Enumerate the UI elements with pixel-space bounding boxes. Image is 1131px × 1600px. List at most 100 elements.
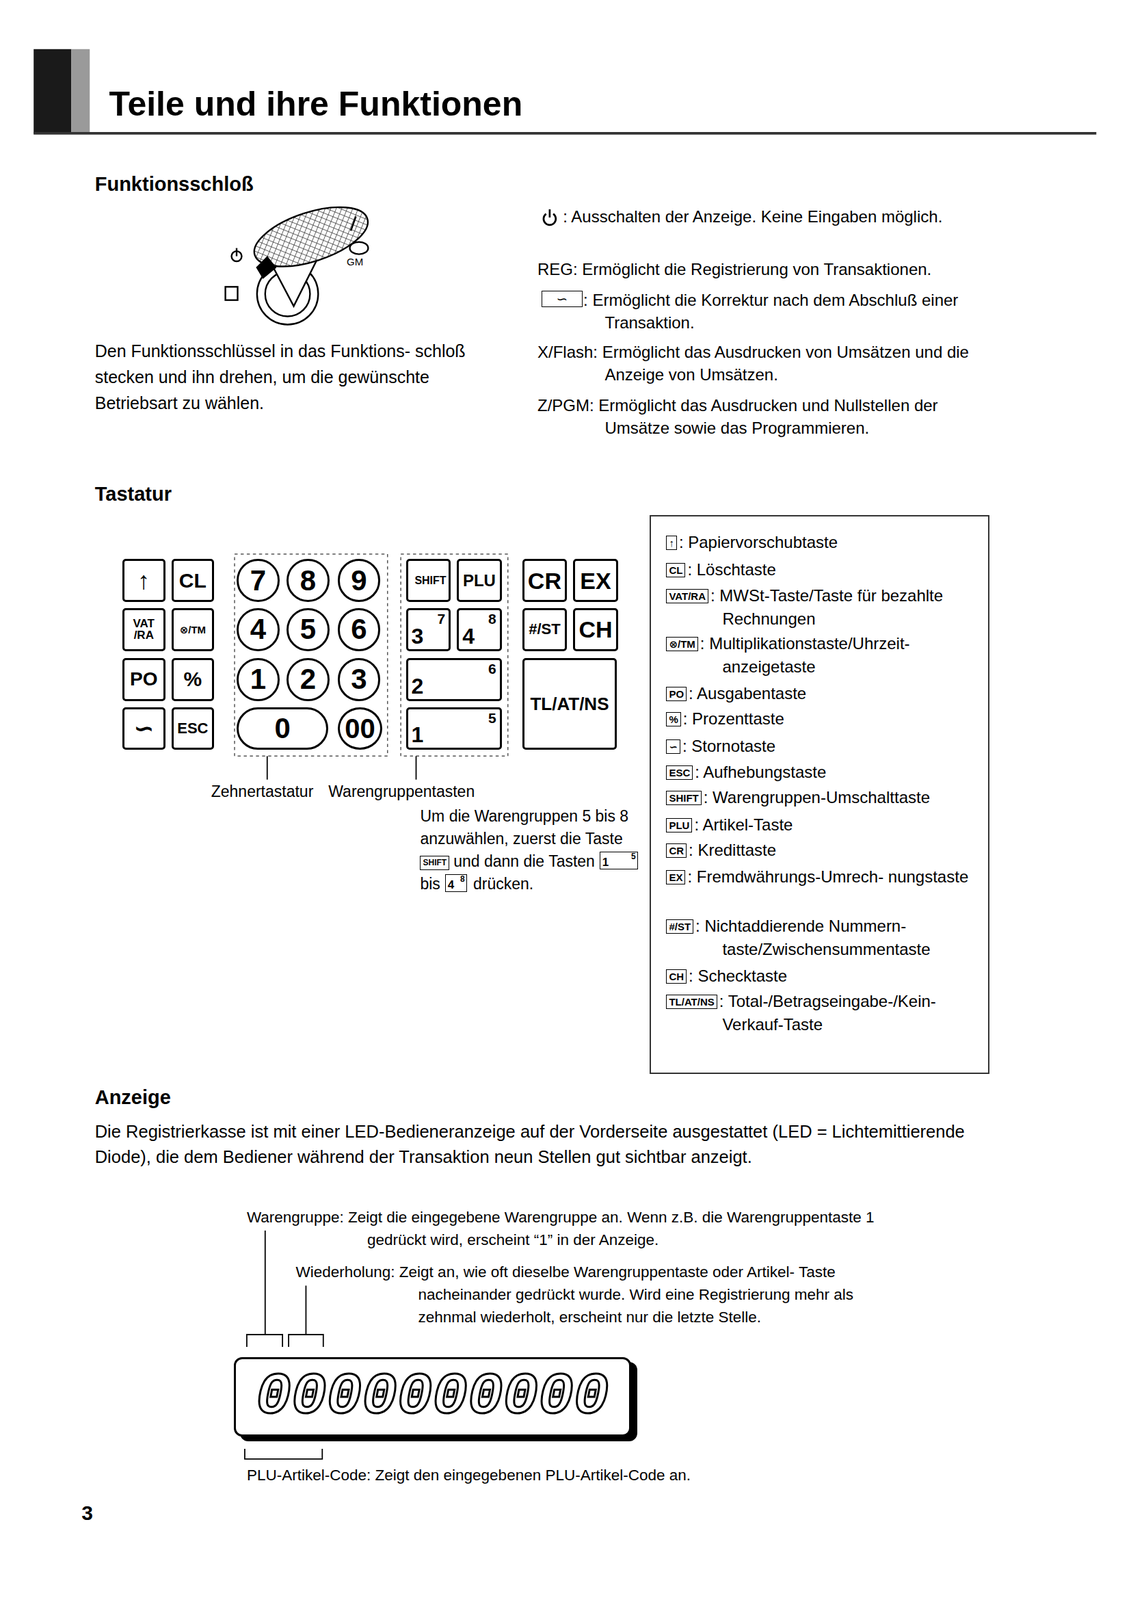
instruction-text: Den Funktionsschlüssel in das Funktions-…	[95, 337, 485, 416]
section-heading: Funktionsschloß	[95, 170, 254, 198]
power-symbol	[543, 209, 556, 225]
key-label: ∽	[133, 715, 154, 741]
title-bar-block	[33, 49, 72, 135]
legend-row: ∽: Stornotaste	[666, 734, 982, 758]
key-button: 4	[236, 607, 280, 651]
key-legend-box: ↑: PapiervorschubtasteCL: LöschtasteVAT/…	[649, 514, 990, 1074]
key-icon: %	[666, 711, 681, 727]
key-label: 4	[250, 614, 266, 644]
key-icon-number: 1	[602, 856, 609, 868]
key-label: 2	[300, 664, 316, 694]
page-title: Teile und ihre Funktionen	[109, 81, 524, 128]
callout-note: PLU-Artikel-Code: Zeigt den eingegebenen…	[246, 1463, 691, 1486]
key-button: ESC	[171, 707, 215, 751]
key-button: 3	[337, 657, 381, 701]
key-button: 7	[236, 558, 280, 602]
legend-row: CL: Löschtaste	[666, 557, 982, 582]
key-description: : Kredittaste	[688, 840, 777, 859]
key-label: #/ST	[528, 621, 561, 637]
key-label: SHIFT	[414, 575, 442, 587]
legend-row: SHIFT: Warengruppen-Umschalttaste	[666, 785, 982, 809]
key-label: 5	[300, 614, 316, 644]
key-label: 2	[411, 674, 424, 697]
key-label: ↑	[137, 568, 150, 593]
key-icon: PO	[666, 686, 687, 701]
key-label: 0	[274, 713, 290, 743]
key-button: 00	[337, 707, 383, 751]
note-text: drücken.	[473, 874, 534, 893]
title-bar-shade	[71, 49, 90, 135]
key-label: ⊗/TM	[179, 624, 207, 635]
key-label: CL	[179, 570, 207, 591]
key-icon: PLU	[666, 817, 693, 833]
key-icon: CH	[666, 968, 687, 984]
key-description: : Aufhebungstaste	[694, 762, 827, 781]
mode-icon: ∽	[541, 290, 583, 308]
mode-description: X/Flash: Ermöglicht das Ausdrucken von U…	[537, 340, 987, 386]
body-text: Die Registrierkasse ist mit einer LED-Be…	[95, 1118, 988, 1170]
key-description: : Nichtaddierende Nummern- taste/Zwische…	[695, 916, 930, 958]
key-button: SHIFT	[406, 558, 452, 602]
callout-label: Warengruppentasten	[328, 780, 475, 802]
key-button: 1	[236, 657, 280, 701]
key-button: 37	[406, 607, 452, 651]
key-icon: ↑	[666, 535, 677, 550]
leader-lines	[244, 755, 417, 1459]
key-icon: TL/AT/NS	[666, 994, 717, 1009]
key-button: 26	[406, 657, 502, 701]
led-display: 0000000000	[233, 1356, 632, 1436]
mode-description: : Ermöglicht die Korrektur nach dem Absc…	[583, 288, 987, 334]
key-icon: SHIFT	[666, 790, 701, 805]
key-button: CR	[522, 558, 568, 602]
key-description: : Löschtaste	[687, 560, 776, 579]
key-icon: 48	[445, 873, 468, 892]
legend-row: ⊗/TM: Multiplikationstaste/Uhrzeit- anze…	[666, 631, 982, 679]
key-description: : Total-/Betragseingabe-/Kein- Verkauf-T…	[719, 991, 937, 1034]
legend-row: CH: Schecktaste	[666, 964, 982, 988]
mode-description: : Ausschalten der Anzeige. Keine Eingabe…	[562, 205, 981, 228]
key-icon: #/ST	[666, 919, 694, 934]
key-label: %	[183, 668, 203, 690]
key-label: 6	[350, 614, 367, 644]
callout-note: Wiederholung: Zeigt an, wie oft dieselbe…	[296, 1260, 913, 1328]
key-label: ESC	[177, 720, 208, 736]
key-icon: SHIFT	[419, 855, 450, 870]
key-button: TL/AT/NS	[522, 657, 618, 750]
key-icon: ⊗/TM	[666, 636, 698, 651]
mode-description: Z/PGM: Ermöglicht das Ausdrucken und Nul…	[537, 393, 987, 439]
key-button: 0	[236, 707, 329, 751]
key-label: 8	[300, 566, 316, 595]
key-label: 1	[411, 723, 424, 746]
section-heading: Tastatur	[95, 480, 172, 508]
key-icon-number: 8	[460, 874, 465, 883]
note-text: bis	[419, 874, 440, 893]
key-label: 7	[250, 566, 266, 595]
key-button: CL	[171, 558, 215, 602]
key-icon-number: 5	[631, 852, 636, 861]
key-button: ⊗/TM	[171, 607, 215, 651]
key-label: CR	[527, 568, 562, 593]
legend-row: PLU: Artikel-Taste	[666, 813, 982, 837]
key-button: 9	[337, 558, 381, 602]
key-button: PO	[122, 657, 166, 701]
lock-position-mark: GM	[346, 255, 364, 269]
key-icon: ESC	[666, 765, 693, 780]
callout-note: Warengruppe: Zeigt die eingegebene Waren…	[246, 1205, 885, 1251]
key-label: 00	[344, 714, 376, 742]
display-digits: 0000000000	[255, 1366, 609, 1426]
key-label: PO	[129, 669, 158, 689]
key-icon-number: 4	[447, 878, 455, 891]
legend-row: #/ST: Nichtaddierende Nummern- taste/Zwi…	[666, 914, 982, 961]
section-heading: Anzeige	[95, 1083, 171, 1111]
legend-row: ↑: Papiervorschubtaste	[666, 530, 982, 554]
department-keys-frame	[400, 553, 509, 756]
key-label: 6	[488, 661, 497, 676]
key-label: TL/AT/NS	[529, 694, 609, 713]
note-text: Um die Warengruppen 5 bis 8 anzuwählen, …	[419, 806, 629, 848]
key-button: 5	[286, 607, 330, 651]
department-shift-note: Um die Warengruppen 5 bis 8 anzuwählen, …	[419, 804, 649, 896]
mode-description: REG: Ermöglicht die Registrierung von Tr…	[537, 257, 987, 281]
key-icon: 15	[599, 851, 638, 870]
key-icon: CL	[666, 562, 686, 578]
key-button: 8	[286, 558, 330, 602]
